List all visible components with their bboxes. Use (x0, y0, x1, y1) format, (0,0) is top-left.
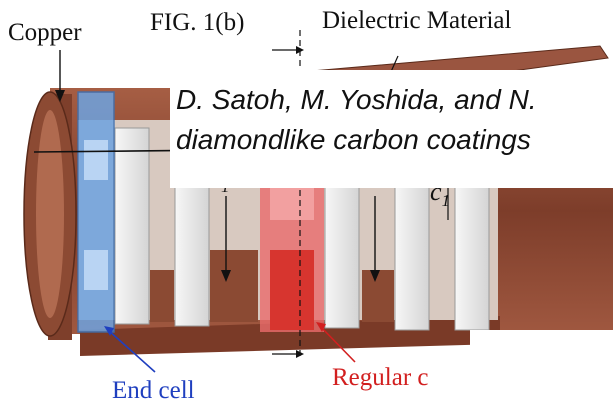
citation-overlay: D. Satoh, M. Yoshida, and N. diamondlike… (170, 70, 613, 188)
regular-cell-label: Regular c (332, 364, 428, 391)
right-crop-mask (470, 330, 613, 408)
citation-line-2: diamondlike carbon coatings (176, 124, 531, 155)
section-arrows (272, 46, 304, 358)
end-cell-label: End cell (112, 377, 195, 404)
dimension-arrows (221, 188, 449, 282)
dielectric-material-label: Dielectric Material (322, 7, 512, 34)
end-cell (77, 91, 115, 333)
figure-label: FIG. 1(b) (150, 9, 244, 36)
leader-arrows (55, 50, 399, 373)
copper-label: Copper (8, 19, 82, 46)
citation-line-1: D. Satoh, M. Yoshida, and N. (176, 84, 537, 115)
